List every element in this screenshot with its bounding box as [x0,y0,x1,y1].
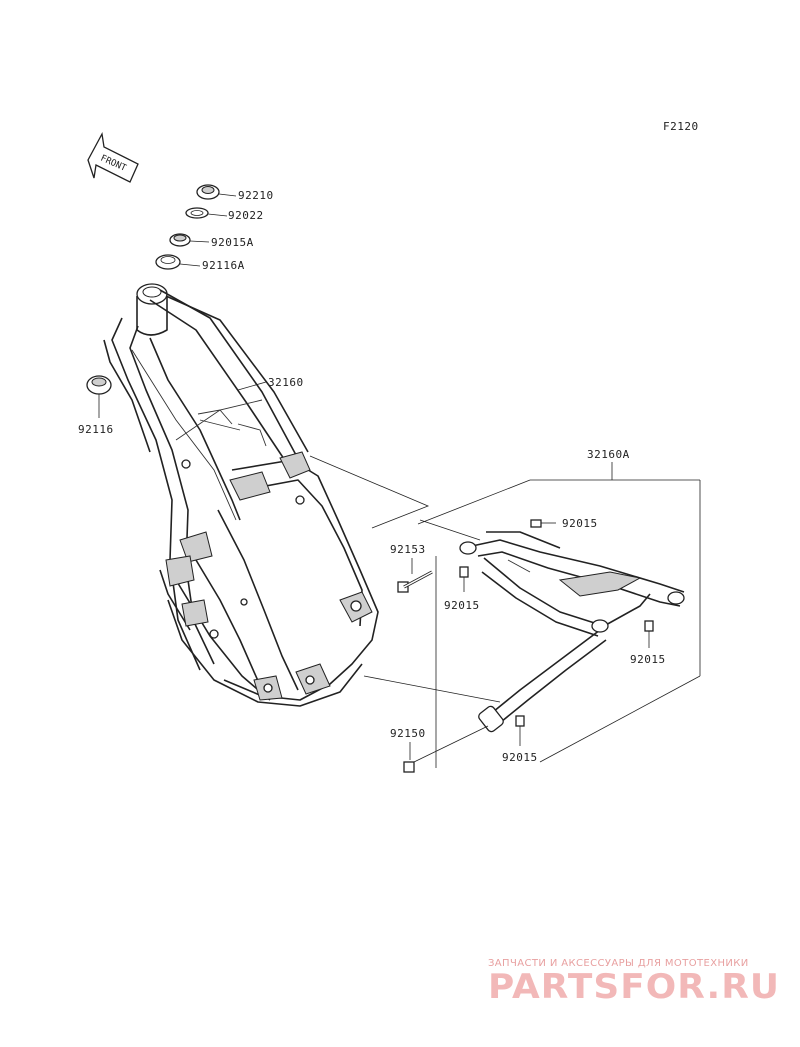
seal-92116A-icon [155,254,201,270]
bolt-92153-icon [397,558,433,593]
label-92015-right: 92015 [630,653,666,666]
bearing-92015A-icon [169,233,210,247]
watermark-logo: PARTSFOR.RU [488,967,780,1007]
label-92015-bottom: 92015 [502,751,538,764]
bolt-92015-bottom-icon [515,715,525,746]
subframe-drawing [459,531,685,733]
front-arrow-icon: FRONT [87,131,139,183]
nut-92210-icon [196,184,237,200]
bolt-92015-top-icon [530,519,556,528]
bolt-92015-left-icon [459,566,469,592]
label-32160: 32160 [268,376,304,389]
bolt-92150-icon [403,725,489,773]
label-92210: 92210 [238,189,274,202]
label-92022: 92022 [228,209,264,222]
projection-lines [309,455,501,703]
label-92153: 92153 [390,543,426,556]
subframe-bracket-outline [417,462,701,768]
main-frame-drawing [103,283,379,707]
watermark-subtitle: ЗАПЧАСТИ И АКСЕССУАРЫ ДЛЯ МОТОТЕХНИКИ [488,958,749,969]
seal-92116-icon [86,375,112,418]
label-92150: 92150 [390,727,426,740]
diagram-code: F2120 [663,120,699,133]
washer-92022-icon [185,207,228,219]
label-92015A: 92015A [211,236,254,249]
label-92116A: 92116A [202,259,245,272]
label-92015-top: 92015 [562,517,598,530]
bolt-92015-right-icon [644,620,654,648]
label-92015-left: 92015 [444,599,480,612]
label-92116: 92116 [78,423,114,436]
label-32160A: 32160A [587,448,630,461]
